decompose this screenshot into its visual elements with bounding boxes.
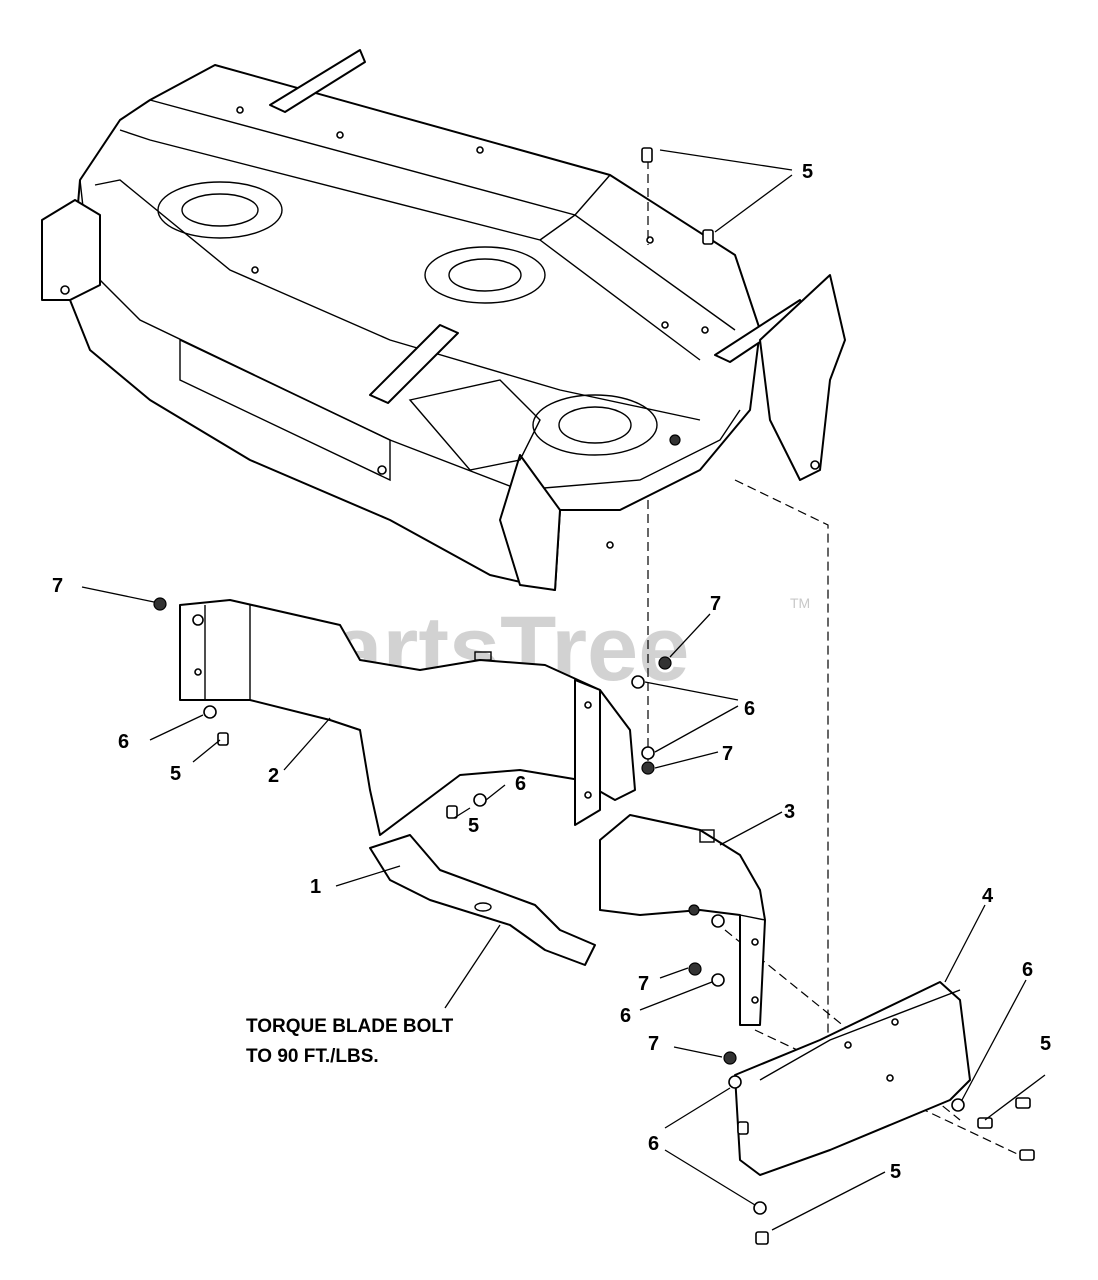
callout-6-mid: 6	[515, 773, 526, 795]
callout-2: 2	[268, 765, 279, 787]
baffle-part-2	[179, 599, 636, 836]
callout-4: 4	[982, 885, 994, 907]
callout-6-right: 6	[1022, 959, 1033, 981]
callout-7-bottom: 7	[648, 1033, 659, 1055]
callout-7-lower: 7	[638, 973, 649, 995]
callout-7-upper: 7	[710, 593, 721, 615]
blade-part-1	[369, 834, 596, 966]
callout-6-lower: 6	[620, 1005, 631, 1027]
callout-6-upper: 6	[744, 698, 755, 720]
guide-line	[734, 479, 829, 1080]
callout-7-left: 7	[52, 575, 63, 597]
callout-6-left: 6	[118, 731, 129, 753]
callout-5-bottom: 5	[890, 1161, 901, 1183]
callout-5-mid: 5	[468, 815, 479, 837]
callout-1: 1	[310, 876, 321, 898]
hardware	[153, 147, 1035, 1245]
callout-5-top: 5	[802, 161, 813, 183]
callout-5-left: 5	[170, 763, 181, 785]
baffle-part-3	[599, 814, 766, 1026]
mower-deck	[41, 49, 846, 591]
torque-note-line-1: TORQUE BLADE BOLT	[246, 1016, 454, 1037]
torque-note-line-2: TO 90 FT./LBS.	[246, 1046, 379, 1067]
callout-6-bottom: 6	[648, 1133, 659, 1155]
callout-7-mid: 7	[722, 743, 733, 765]
guide-line	[724, 929, 961, 1121]
callout-3: 3	[784, 801, 795, 823]
deflector-part-4	[734, 981, 971, 1176]
callout-5-right: 5	[1040, 1033, 1051, 1055]
watermark-trademark: TM	[790, 595, 810, 611]
leader-lines	[81, 149, 1046, 1231]
callout-labels: 5 7 6 5 2 6 5 7 6 7 3 1 7 6 4 6 5 7 6 5	[52, 161, 1051, 1183]
